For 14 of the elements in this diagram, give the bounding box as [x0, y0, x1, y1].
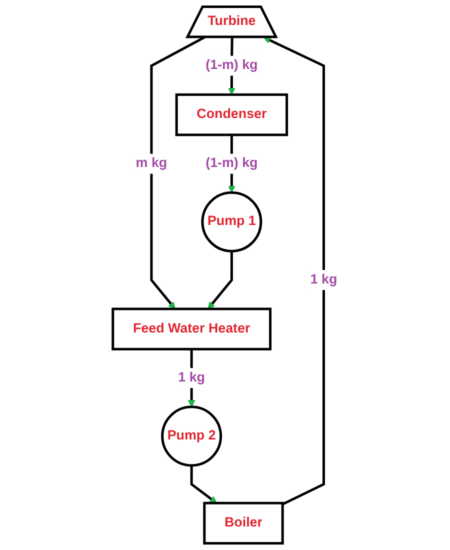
node-circle: Pump 1 — [201, 191, 262, 252]
edge-label: 1 kg — [178, 370, 205, 385]
edge-label: (1-m) kg — [206, 156, 258, 170]
node-circle: Pump 2 — [161, 406, 222, 467]
edge-label: (1-m) kg — [206, 58, 258, 72]
arrow — [150, 36, 206, 310]
node-box: Boiler — [203, 502, 284, 545]
edge-label: 1 kg — [310, 272, 338, 287]
arrow — [208, 251, 233, 310]
arrow — [263, 36, 325, 506]
node-box: Condenser — [175, 93, 288, 136]
edge-label: m kg — [136, 156, 168, 170]
node-box: Feed Water Heater — [112, 308, 272, 350]
arrow — [190, 465, 218, 504]
